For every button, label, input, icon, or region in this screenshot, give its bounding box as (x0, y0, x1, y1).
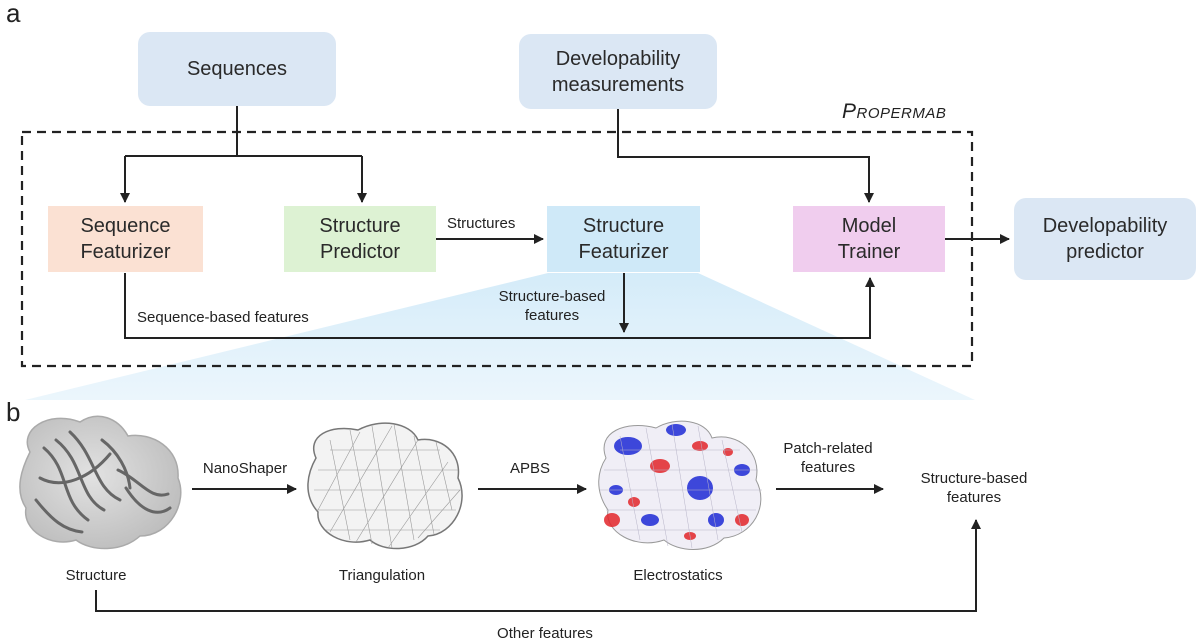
patch-related-features-label: Patch-related features (783, 440, 873, 476)
structure-based-output-label: Structure-based features (920, 470, 1028, 506)
electrostatics-thumbnail (598, 420, 762, 550)
triangulation-thumbnail (307, 422, 463, 550)
sequence-featurizer-box: Sequence Featurizer (48, 206, 203, 272)
structure-predictor-box: Structure Predictor (284, 206, 436, 272)
structures-label: Structures (447, 215, 516, 232)
nanoshaper-label: NanoShaper (202, 460, 288, 477)
structure-based-features-label: Structure-based features (498, 288, 606, 324)
sequence-based-features-label: Sequence-based features (137, 309, 309, 326)
panel-b-letter: b (6, 397, 21, 427)
zoom-fan (25, 273, 975, 400)
structure-label: Structure (65, 567, 127, 584)
triangulation-label: Triangulation (338, 567, 426, 584)
propermab-frame (20, 130, 974, 368)
apbs-label: APBS (509, 460, 551, 477)
structure-thumbnail (19, 415, 182, 550)
measurements-box: Developability measurements (519, 34, 717, 109)
structure-featurizer-box: Structure Featurizer (547, 206, 700, 272)
developability-predictor-box: Developability predictor (1014, 198, 1196, 280)
electrostatics-label: Electrostatics (633, 567, 723, 584)
sequences-box: Sequences (138, 32, 336, 106)
other-features-label: Other features (497, 625, 593, 642)
propermab-label: Propermab (842, 100, 947, 123)
panel-a-letter: a (6, 0, 21, 28)
model-trainer-box: Model Trainer (793, 206, 945, 272)
